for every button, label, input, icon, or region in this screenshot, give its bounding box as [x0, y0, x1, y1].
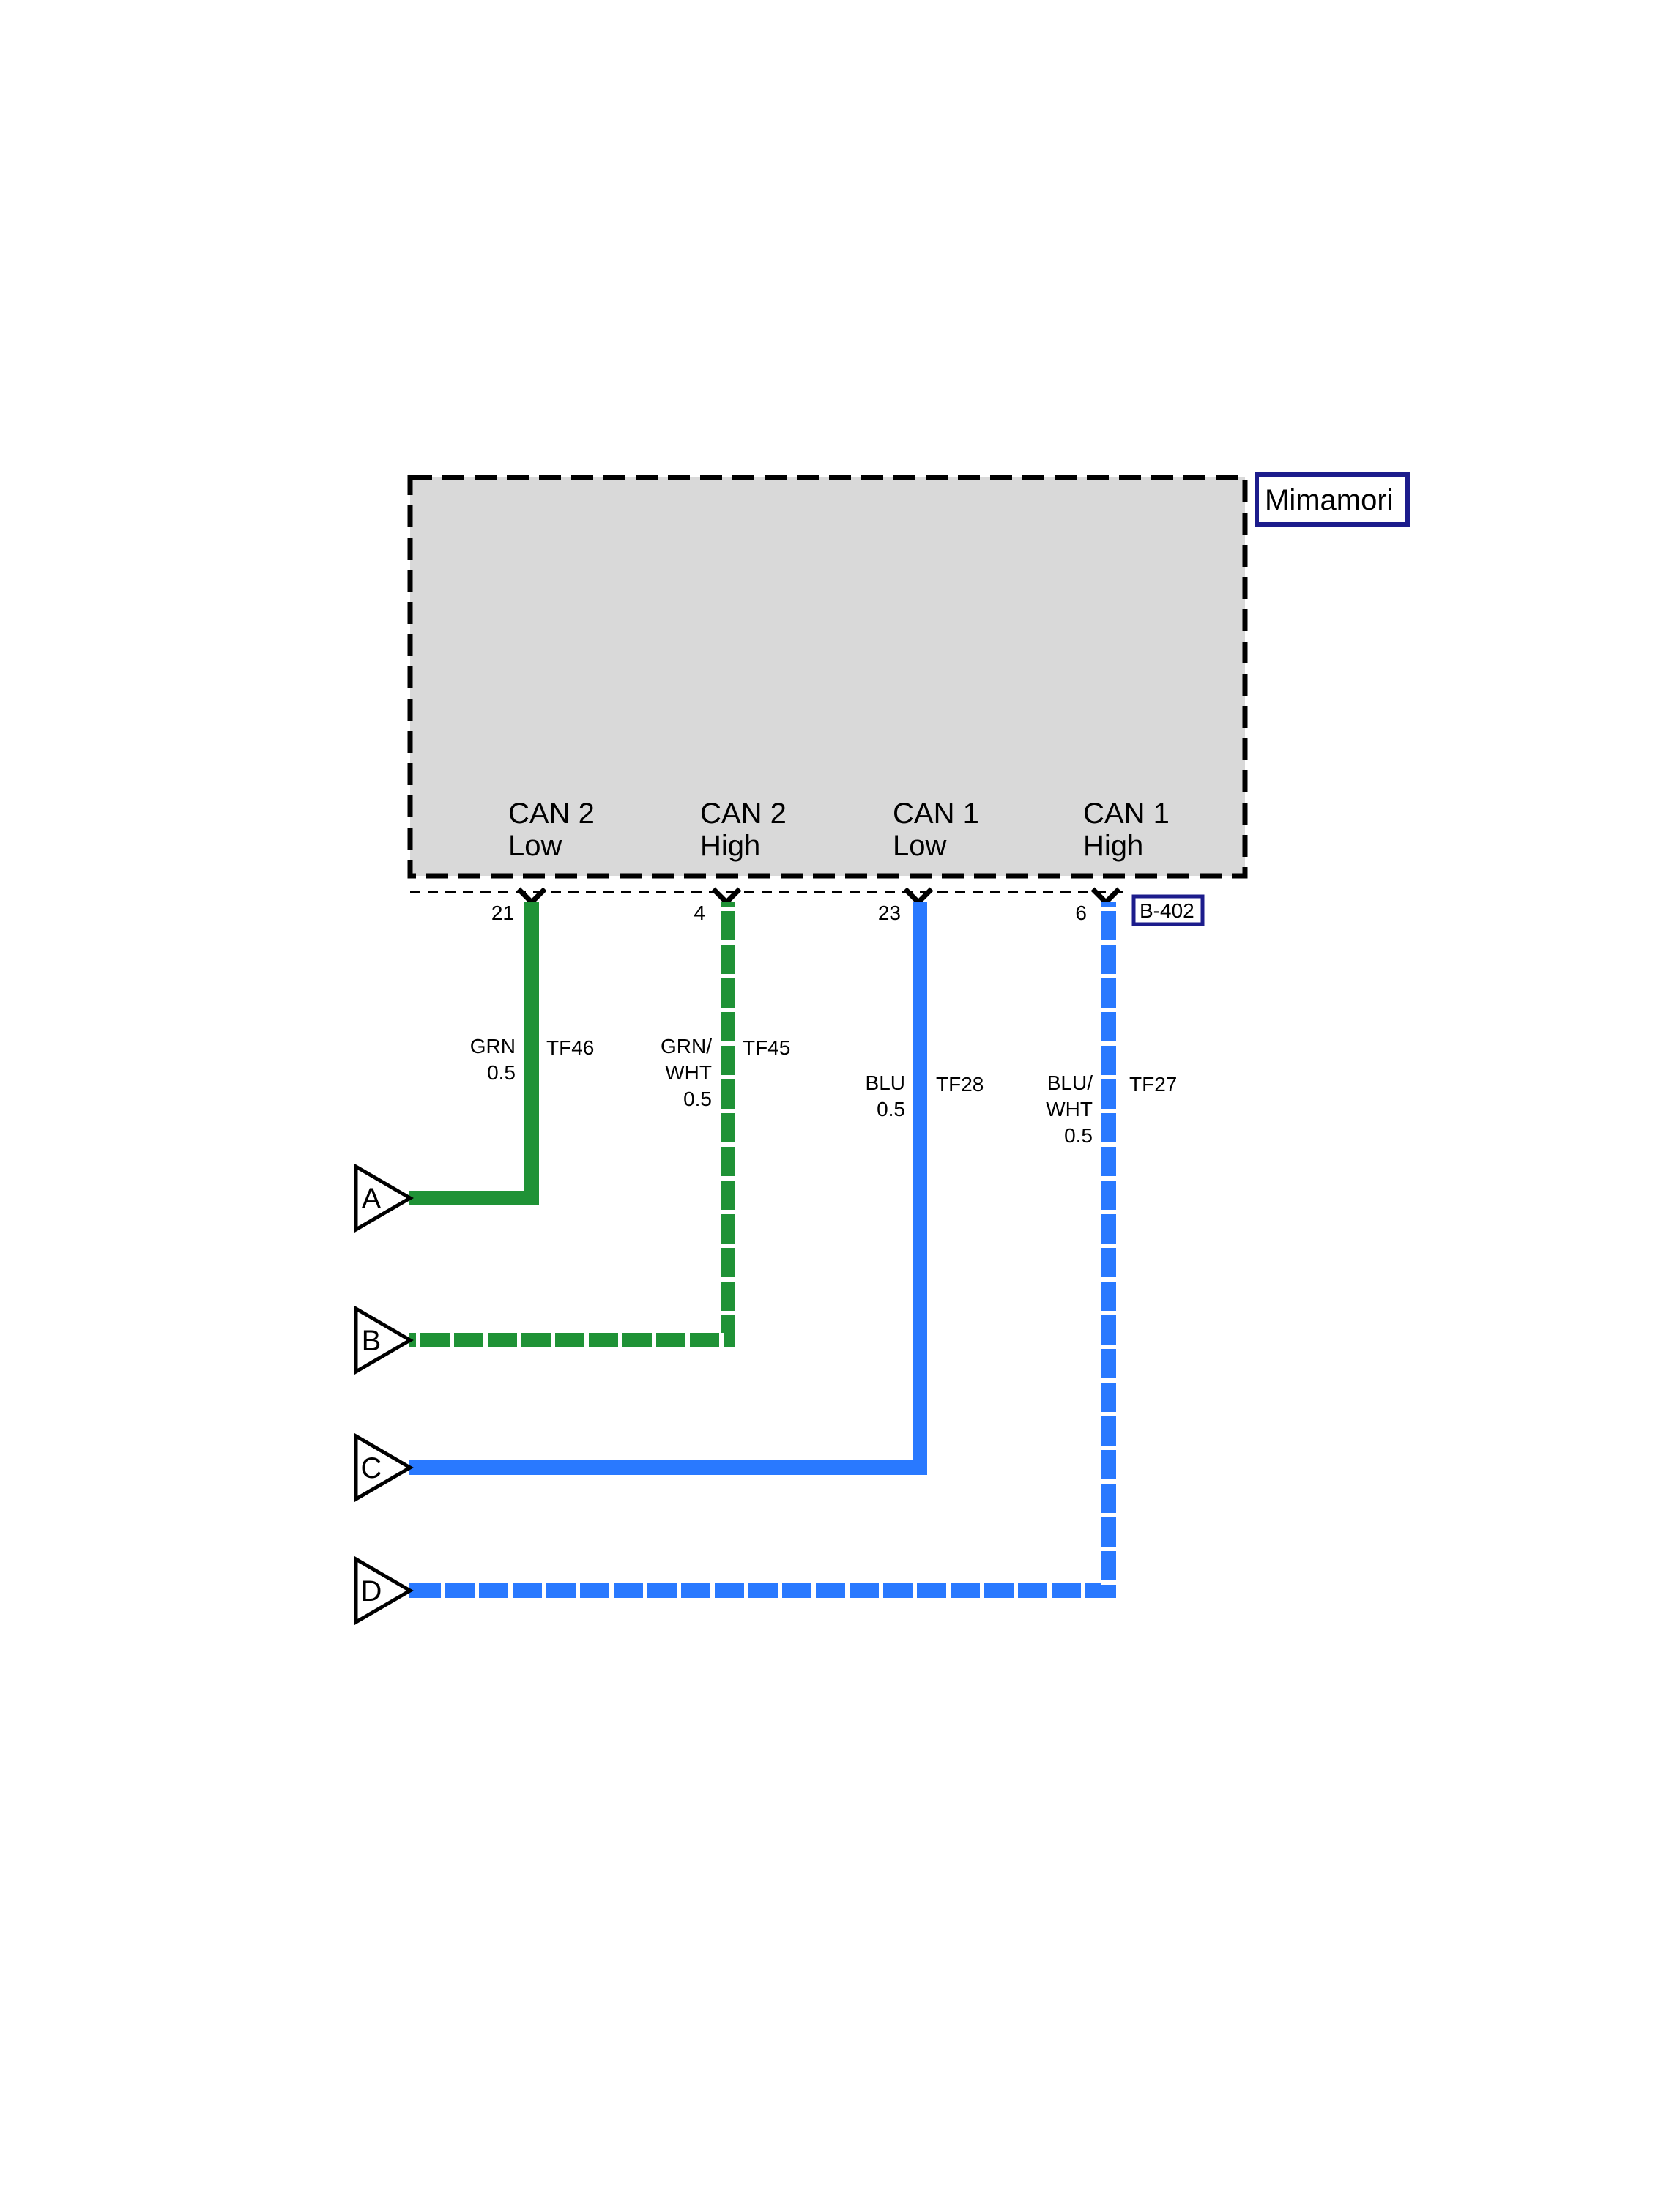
pin-function-line1: CAN 2	[508, 798, 595, 830]
terminal-letter: D	[361, 1575, 382, 1607]
wire	[409, 902, 539, 1205]
terminal-arrow	[354, 1163, 414, 1233]
wire-color: BLU/	[1047, 1071, 1093, 1094]
terminal-arrow	[354, 1305, 414, 1375]
wire-size: 0.5	[683, 1088, 712, 1110]
circuit-can1-high: CAN 1 High 6 BLU/ WHT 0.5 TF27 D	[354, 798, 1177, 1626]
terminal-letter: C	[361, 1452, 382, 1484]
module-name: Mimamori	[1265, 484, 1394, 516]
terminal-arrow	[354, 1555, 414, 1626]
pin-function-line1: CAN 2	[700, 798, 787, 830]
wire	[409, 902, 1116, 1598]
pin-number: 4	[694, 902, 705, 924]
module-box	[407, 475, 1248, 879]
wire-color: GRN/	[661, 1035, 712, 1057]
wire-size: 0.5	[1064, 1124, 1093, 1147]
pin-number: 21	[491, 902, 514, 924]
circuit-can2-low: CAN 2 Low 21 GRN 0.5 TF46 A	[354, 798, 595, 1233]
circuit-number: TF27	[1129, 1073, 1177, 1096]
pin-function-line2: Low	[508, 830, 562, 862]
terminal-arrow	[354, 1432, 414, 1503]
wire-tracer-stripe	[413, 907, 1116, 1598]
wire-color-tracer: WHT	[1046, 1098, 1093, 1120]
terminal-letter: A	[362, 1183, 382, 1215]
wire-tracer-stripe	[413, 907, 735, 1347]
module-tag: Mimamori	[1255, 472, 1410, 527]
circuit-number: TF45	[743, 1036, 790, 1059]
pin-function-line2: Low	[893, 830, 946, 862]
wire	[409, 902, 735, 1347]
circuit-can1-low: CAN 1 Low 23 BLU 0.5 TF28 C	[354, 798, 984, 1503]
wire-color: GRN	[470, 1035, 516, 1057]
pin-function-line1: CAN 1	[893, 798, 979, 830]
circuit-number: TF46	[546, 1036, 594, 1059]
pin-number: 6	[1075, 902, 1087, 924]
pin-function-line1: CAN 1	[1083, 798, 1170, 830]
wire-size: 0.5	[487, 1061, 516, 1084]
wire-color: BLU	[866, 1071, 905, 1094]
circuit-can2-high: CAN 2 High 4 GRN/ WHT 0.5 TF45 B	[354, 798, 790, 1375]
pin-cavity-mark	[903, 887, 934, 906]
connector-tag: B-402	[1131, 894, 1205, 926]
pin-number: 23	[878, 902, 901, 924]
pin-function-line2: High	[700, 830, 760, 862]
wire	[409, 902, 927, 1475]
wire-size: 0.5	[877, 1098, 905, 1120]
wire-color-tracer: WHT	[665, 1061, 712, 1084]
pin-function-line2: High	[1083, 830, 1143, 862]
circuit-number: TF28	[936, 1073, 984, 1096]
connector-name: B-402	[1140, 899, 1194, 922]
pin-cavity-mark	[516, 887, 547, 906]
terminal-letter: B	[362, 1325, 382, 1357]
